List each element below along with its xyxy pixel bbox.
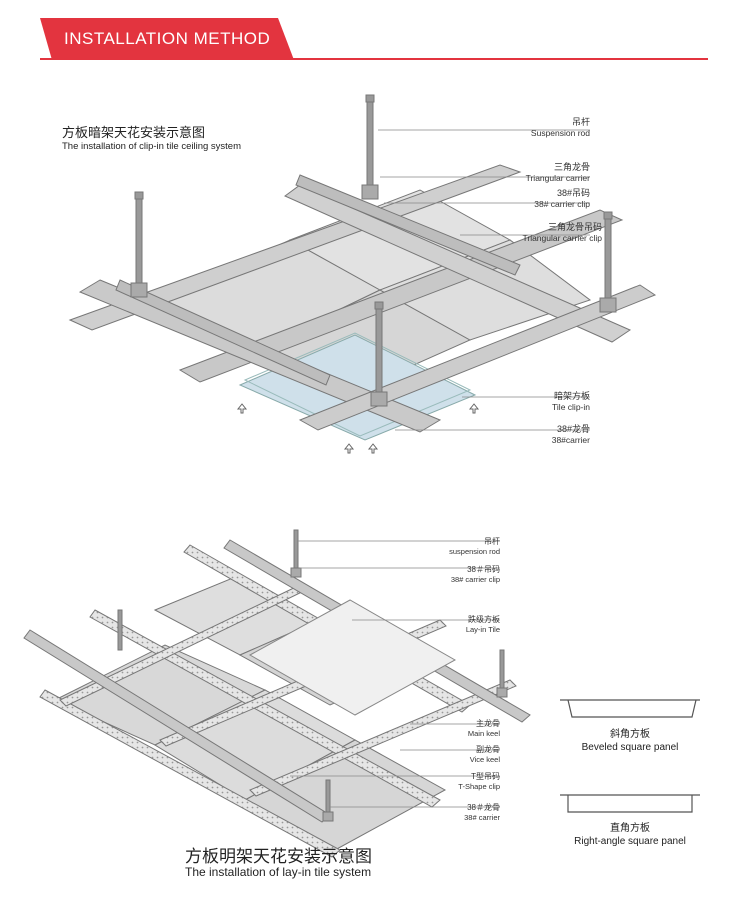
lay-in-ceiling-drawing: [23, 529, 531, 858]
caption-beveled-panel: 斜角方板 Beveled square panel: [560, 728, 700, 754]
label-suspension-rod: 吊杆 Suspension rod: [500, 117, 590, 139]
label-en: T-Shape clip: [458, 782, 500, 791]
diagram1-title-cn: 方板暗架天花安装示意图: [62, 125, 206, 140]
carrier-clip: [290, 567, 508, 822]
label-cn: 38＃龙骨: [467, 803, 500, 812]
label-cn: T型吊码: [471, 772, 500, 781]
label-main-keel: 主龙骨 Main keel: [420, 719, 500, 739]
leader-lines: [378, 129, 590, 431]
clip-in-ceiling-drawing: [68, 94, 657, 454]
triangular-carrier: [298, 284, 657, 431]
caption-cn: 斜角方板: [610, 729, 650, 740]
label-en: 38# carrier: [464, 813, 500, 822]
diagram2-title-en: The installation of lay-in tile system: [185, 865, 372, 879]
label-en: Main keel: [467, 729, 500, 738]
section-banner: INSTALLATION METHOD: [40, 18, 294, 60]
vice-keel: [249, 679, 517, 797]
carrier-38: [115, 279, 331, 386]
label-cn: 38#龙骨: [556, 424, 590, 434]
banner-underline: [40, 58, 708, 60]
label-t-shape-clip: T型吊码 T-Shape clip: [420, 772, 500, 792]
caption-cn: 直角方板: [610, 823, 650, 834]
label-en: 38#carrier: [551, 435, 590, 445]
label-suspension-rod-2: 吊杆 suspension rod: [420, 537, 500, 557]
label-carrier-clip: 38#吊码 38# carrier clip: [500, 188, 590, 210]
label-cn: 主龙骨: [476, 719, 500, 728]
label-triangular-carrier: 三角龙骨 Triangular carrier: [500, 162, 590, 184]
label-cn: 吊杆: [484, 537, 500, 546]
label-en: 38# carrier clip: [534, 199, 590, 209]
main-keel: [39, 689, 341, 858]
label-en: Triangular carrier clip: [522, 233, 602, 243]
label-cn: 吊杆: [571, 117, 590, 127]
label-cn: 三角龙骨吊码: [547, 222, 602, 232]
label-triangular-carrier-clip: 三角龙骨吊码 Triangular carrier clip: [520, 222, 602, 244]
triangular-carrier: [284, 184, 632, 343]
diagram2-title-cn: 方板明架天花安装示意图: [185, 847, 372, 866]
label-vice-keel: 副龙骨 Vice keel: [420, 745, 500, 765]
carrier-clip: [130, 184, 617, 407]
label-cn: 跌级方板: [468, 615, 500, 624]
caption-right-angle-panel: 直角方板 Right-angle square panel: [560, 822, 700, 848]
arrow-up-icon: [236, 403, 480, 454]
leader-lines: [290, 540, 500, 808]
suspension-rod: [117, 529, 505, 821]
label-cn: 38#吊码: [556, 188, 590, 198]
label-en: Vice keel: [469, 755, 500, 764]
label-cn: 暗架方板: [553, 391, 590, 401]
ceiling-tile: [378, 239, 592, 341]
label-en: Lay-in Tile: [465, 625, 500, 634]
carrier-38: [295, 174, 521, 276]
label-cn: 副龙骨: [476, 745, 500, 754]
label-cn: 三角龙骨: [553, 162, 590, 172]
caption-en: Beveled square panel: [581, 742, 679, 753]
label-cn: 38＃吊码: [467, 565, 500, 574]
label-38-carrier: 38#龙骨 38#carrier: [500, 424, 590, 446]
caption-en: Right-angle square panel: [574, 836, 686, 847]
beveled-panel-profile: [560, 699, 700, 718]
label-en: suspension rod: [449, 547, 500, 556]
label-en: Suspension rod: [530, 128, 590, 138]
carrier-38: [23, 629, 331, 823]
label-tile-clip-in: 暗架方板 Tile clip-in: [500, 391, 590, 413]
label-carrier-clip-2: 38＃吊码 38# carrier clip: [420, 565, 500, 585]
label-lay-in-tile: 跌级方板 Lay-in Tile: [420, 615, 500, 635]
label-en: 38# carrier clip: [450, 575, 500, 584]
right-angle-panel-profile: [560, 794, 700, 813]
label-38-carrier-2: 38＃龙骨 38# carrier: [420, 803, 500, 823]
lay-in-tile: [248, 599, 457, 716]
section-title: INSTALLATION METHOD: [64, 29, 271, 48]
banner-shape: [40, 18, 294, 60]
label-en: Triangular carrier: [525, 173, 590, 183]
diagram1-title-en: The installation of clip-in tile ceiling…: [62, 141, 241, 152]
label-en: Tile clip-in: [552, 402, 590, 412]
